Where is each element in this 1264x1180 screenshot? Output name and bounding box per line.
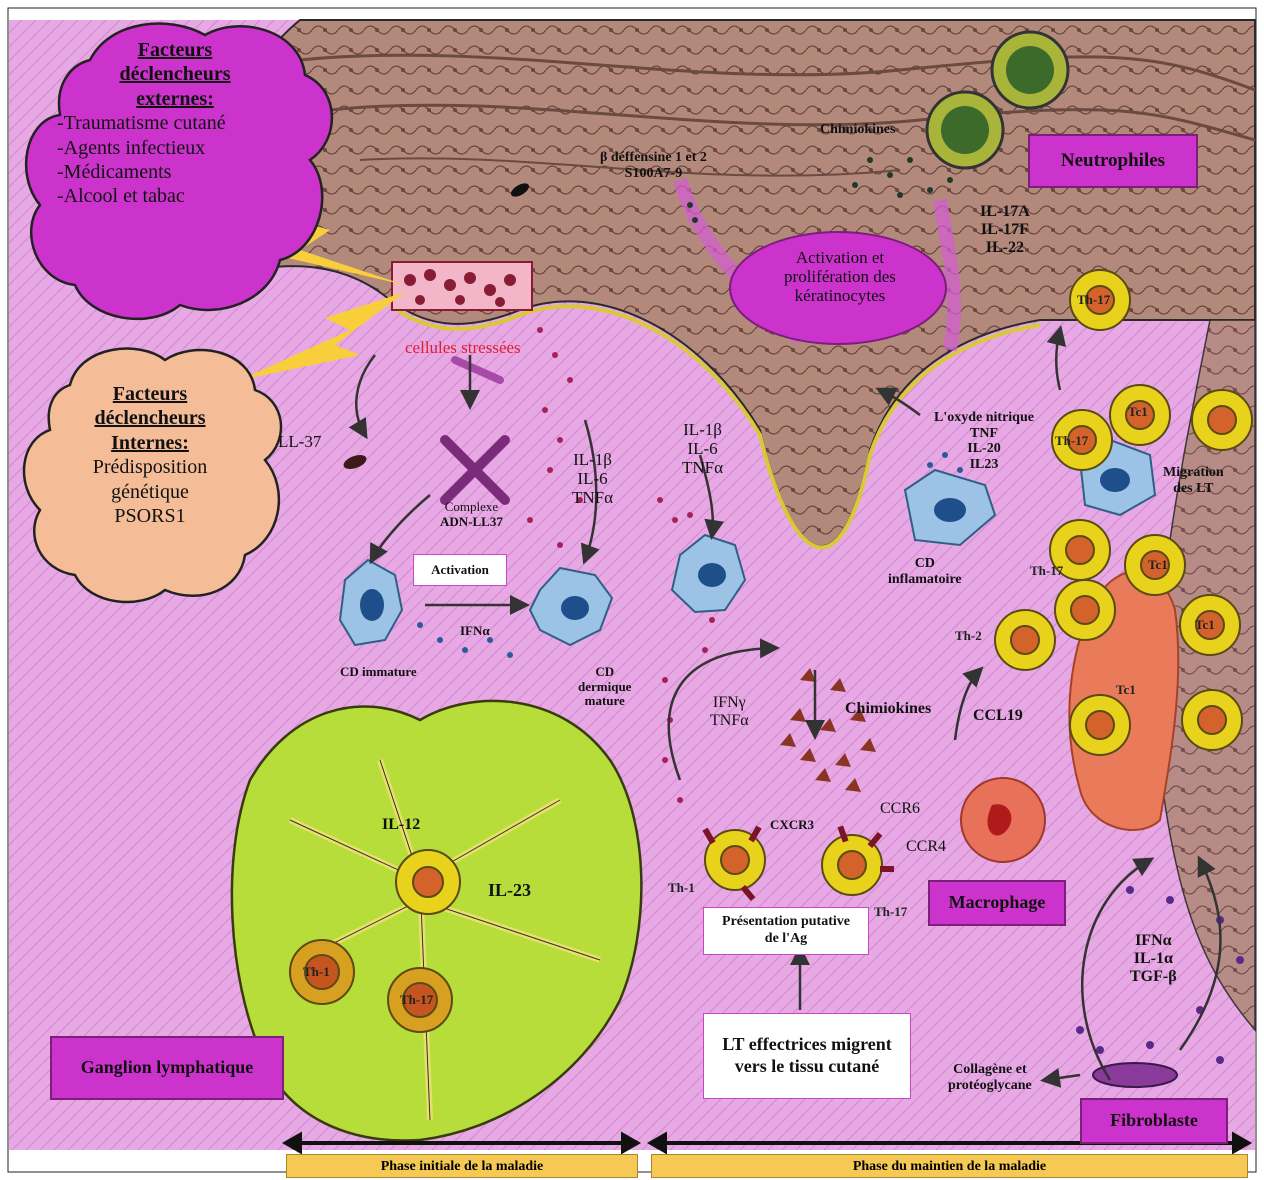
external-item: -Médicaments [57, 160, 305, 184]
internal-title-1: Facteurs [40, 382, 260, 406]
external-item: -Traumatisme cutané [57, 111, 305, 135]
internal-triggers-text: Facteurs déclencheurs Internes: Prédispo… [40, 382, 260, 528]
ll37-label: LL-37 [278, 432, 321, 451]
external-title-2: déclencheurs [45, 62, 305, 86]
ccl19-label: CCL19 [973, 707, 1023, 725]
stressed-cells-label: cellules stressées [405, 338, 521, 357]
ccr4-label: CCR4 [906, 838, 946, 856]
macrophage-box: Macrophage [928, 880, 1066, 926]
th2-label: Th-2 [955, 628, 982, 644]
internal-title-2: déclencheurs [40, 406, 260, 430]
stressed-cells [392, 262, 532, 310]
chemokines-mid-label: Chimiokines [845, 700, 931, 718]
internal-title-3: Internes: [40, 431, 260, 455]
th17-mid-label: Th-17 [874, 904, 907, 920]
th1-mid-label: Th-1 [668, 880, 695, 896]
external-item: -Alcool et tabac [57, 184, 305, 208]
tc1-b-label: Tc1 [1148, 557, 1168, 573]
internal-item: génétique [40, 480, 260, 504]
tc1-a-label: Tc1 [1128, 404, 1148, 420]
activation-box: Activation [413, 554, 507, 586]
complex-label: Complexe ADN-LL37 [440, 500, 503, 529]
external-title-1: Facteurs [45, 38, 305, 62]
il23-label: IL-23 [488, 880, 531, 900]
th1-ln-label: Th-1 [303, 964, 330, 980]
lymph-node-box: Ganglion lymphatique [50, 1036, 284, 1100]
ccr6-label: CCR6 [880, 800, 920, 818]
tc1-d-label: Tc1 [1116, 682, 1136, 698]
il12-label: IL-12 [382, 816, 420, 834]
cd-immature-label: CD immature [340, 665, 417, 680]
ifn-alpha-label: IFNα [460, 624, 490, 639]
external-title-3: externes: [45, 87, 305, 111]
th17-a-label: Th-17 [1055, 433, 1088, 449]
external-item: -Agents infectieux [57, 136, 305, 160]
th17-b-label: Th-17 [1030, 563, 1063, 579]
fibroblast-box: Fibroblaste [1080, 1098, 1228, 1144]
external-triggers-text: Facteurs déclencheurs externes: -Traumat… [45, 38, 305, 209]
phase-initial-bar: Phase initiale de la maladie [286, 1154, 638, 1178]
tc1-c-label: Tc1 [1195, 617, 1215, 633]
internal-item: PSORS1 [40, 504, 260, 528]
cxcr3-label: CXCR3 [770, 818, 814, 833]
chemokines-top-label: Chimiokines [820, 122, 895, 138]
neutrophils-box: Neutrophiles [1028, 134, 1198, 188]
th17-top-label: Th-17 [1077, 292, 1110, 308]
phase-maintain-bar: Phase du maintien de la maladie [651, 1154, 1248, 1178]
internal-item: Prédisposition [40, 455, 260, 479]
th17-ln-label: Th-17 [400, 992, 433, 1008]
